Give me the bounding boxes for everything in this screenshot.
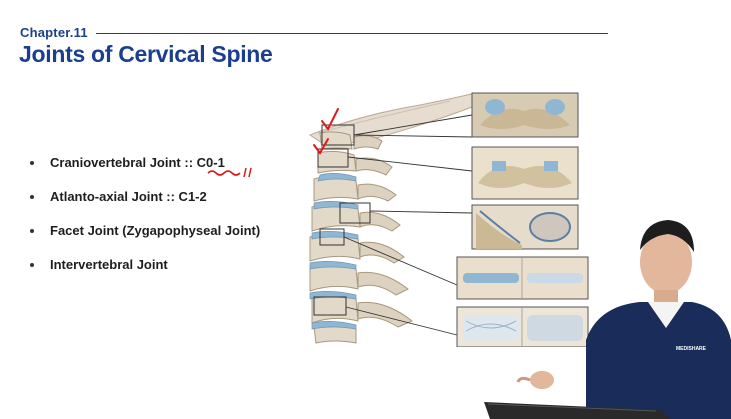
check-mark-icon (321, 108, 339, 131)
check-mark-icon (313, 138, 329, 155)
bullet-dot (30, 161, 34, 165)
bullet-dot (30, 195, 34, 199)
bullet-dot (30, 263, 34, 267)
presenter-shirt (586, 302, 731, 419)
detail-panel-c0-1 (471, 92, 579, 138)
presenter-head (640, 230, 692, 294)
bullet-item: Facet Joint (Zygapophyseal Joint) (30, 221, 260, 255)
bullet-item: Craniovertebral Joint :: C0-1 (30, 153, 260, 187)
bullet-list: Craniovertebral Joint :: C0-1 Atlanto-ax… (30, 153, 260, 289)
presenter-video: MEDISHARE (484, 220, 731, 419)
shirt-logo: MEDISHARE (676, 346, 707, 352)
bullet-item: Atlanto-axial Joint :: C1-2 (30, 187, 260, 221)
slide-title: Joints of Cervical Spine (19, 41, 273, 67)
cervical-spine-illustration (308, 92, 589, 347)
bullet-text: Intervertebral Joint (50, 257, 168, 272)
header-rule (96, 33, 608, 34)
underline-annotation (207, 167, 252, 178)
bullet-dot (30, 229, 34, 233)
presenter-hand (530, 371, 554, 389)
detail-panel-facet (471, 204, 579, 250)
detail-panel-disc-lower (456, 306, 589, 347)
chapter-label: Chapter.11 (20, 25, 88, 40)
bullet-text: Atlanto-axial Joint :: C1-2 (50, 189, 207, 204)
detail-panel-disc-upper (456, 256, 589, 300)
bullet-text: Facet Joint (Zygapophyseal Joint) (50, 223, 261, 238)
detail-panel-c1-2 (471, 146, 579, 200)
bullet-text: Craniovertebral Joint :: C0-1 (50, 155, 225, 170)
bullet-item: Intervertebral Joint (30, 255, 260, 289)
